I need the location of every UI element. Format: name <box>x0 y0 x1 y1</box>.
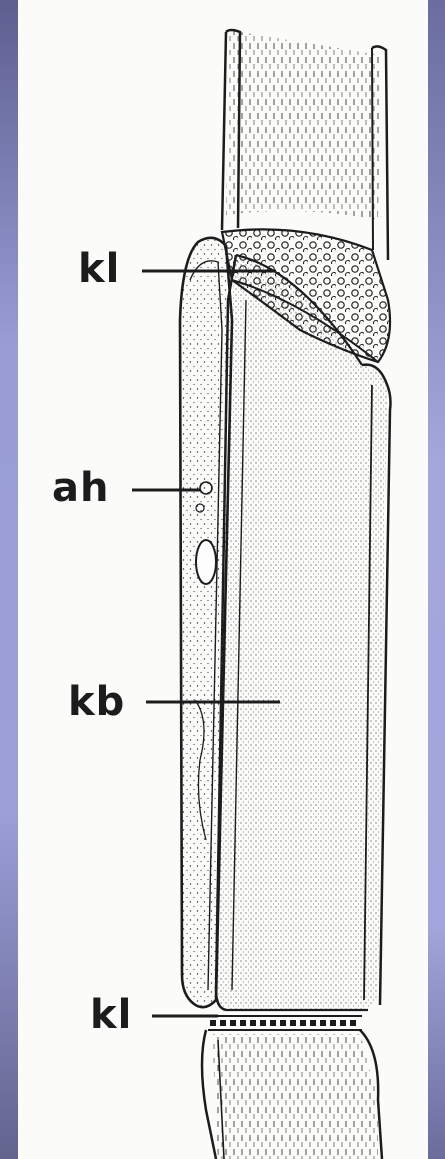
lower-cross-wall <box>208 1016 362 1030</box>
upper-cell <box>222 30 388 260</box>
label-kb: kb <box>68 682 125 722</box>
label-ah: ah <box>52 468 109 508</box>
label-kl-bottom: kl <box>90 995 132 1035</box>
lower-cell <box>202 1030 382 1159</box>
main-cell <box>214 255 391 1010</box>
label-kl-top: kl <box>78 249 120 289</box>
